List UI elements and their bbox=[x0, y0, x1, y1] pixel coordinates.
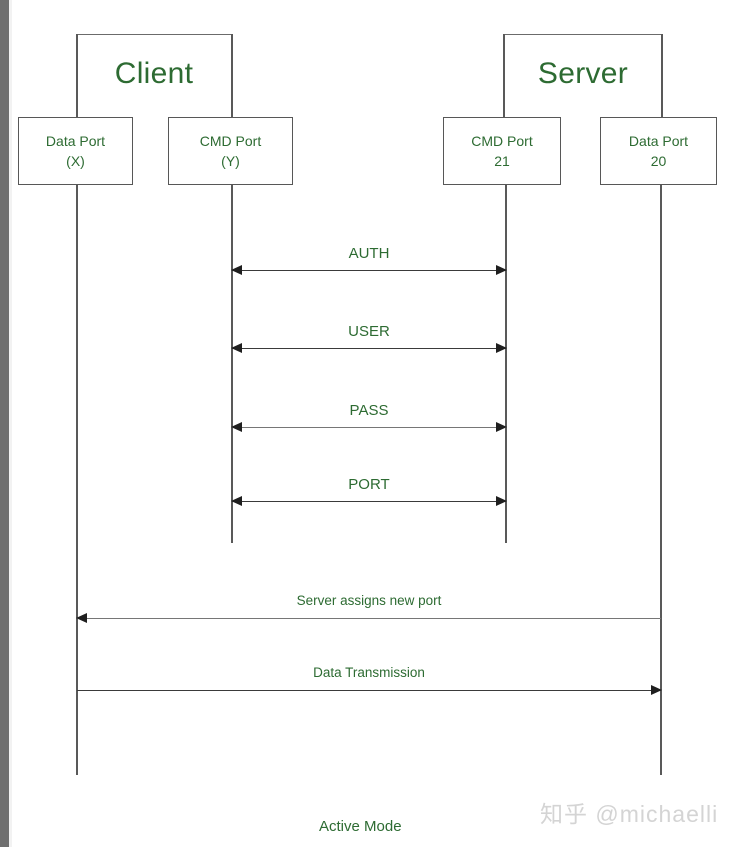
message-server-assigns-new-port-label: Server assigns new port bbox=[296, 593, 442, 608]
message-pass-line bbox=[232, 427, 506, 428]
message-auth-arrowhead-left bbox=[231, 265, 242, 275]
server-data-port-label: Data Port bbox=[628, 132, 689, 149]
diagram-caption: Active Mode bbox=[319, 818, 402, 835]
message-data-transmission-label: Data Transmission bbox=[313, 665, 425, 680]
server-data-port-box: Data Port 20 bbox=[600, 117, 717, 185]
message-user-line bbox=[232, 348, 506, 349]
message-user-label: USER bbox=[348, 323, 390, 340]
message-auth-label: AUTH bbox=[348, 245, 390, 262]
server-cmd-port-label: CMD Port bbox=[471, 132, 533, 149]
actor-server-title: Server bbox=[537, 56, 629, 90]
actor-client-header: Client bbox=[76, 34, 232, 118]
message-port-line bbox=[232, 501, 506, 502]
message-data-transmission-arrowhead-right bbox=[651, 685, 662, 695]
client-cmd-port-box: CMD Port (Y) bbox=[168, 117, 293, 185]
message-user-arrowhead-right bbox=[496, 343, 507, 353]
message-pass-arrowhead-right bbox=[496, 422, 507, 432]
lifeline-server-data-port bbox=[660, 185, 662, 775]
message-pass-label: PASS bbox=[349, 402, 389, 419]
client-cmd-port-value: (Y) bbox=[221, 153, 240, 169]
message-server-assigns-new-port-line bbox=[77, 618, 661, 619]
message-data-transmission-line bbox=[77, 690, 661, 691]
connector-server-left bbox=[503, 34, 505, 118]
message-pass-arrowhead-left bbox=[231, 422, 242, 432]
server-cmd-port-box: CMD Port 21 bbox=[443, 117, 561, 185]
left-gutter-band bbox=[0, 0, 9, 847]
connector-server-right bbox=[661, 34, 663, 118]
message-auth-line bbox=[232, 270, 506, 271]
message-port-label: PORT bbox=[348, 476, 390, 493]
message-user-arrowhead-left bbox=[231, 343, 242, 353]
watermark: 知乎 @michaelli bbox=[540, 801, 719, 827]
message-server-assigns-new-port-arrowhead-left bbox=[76, 613, 87, 623]
client-cmd-port-label: CMD Port bbox=[199, 132, 262, 149]
client-data-port-value: (X) bbox=[66, 153, 85, 169]
lifeline-server-cmd-port bbox=[505, 185, 507, 543]
lifeline-client-data-port bbox=[76, 185, 78, 775]
message-auth-arrowhead-right bbox=[496, 265, 507, 275]
actor-client-title: Client bbox=[114, 56, 194, 90]
message-port-arrowhead-left bbox=[231, 496, 242, 506]
left-gutter-highlight bbox=[9, 0, 12, 847]
lifeline-client-cmd-port bbox=[231, 185, 233, 543]
connector-client-left bbox=[76, 34, 78, 118]
actor-server-header: Server bbox=[503, 34, 663, 118]
connector-client-right bbox=[231, 34, 233, 118]
client-data-port-label: Data Port bbox=[45, 132, 106, 149]
client-data-port-box: Data Port (X) bbox=[18, 117, 133, 185]
server-cmd-port-value: 21 bbox=[494, 153, 510, 169]
server-data-port-value: 20 bbox=[650, 153, 667, 169]
message-port-arrowhead-right bbox=[496, 496, 507, 506]
